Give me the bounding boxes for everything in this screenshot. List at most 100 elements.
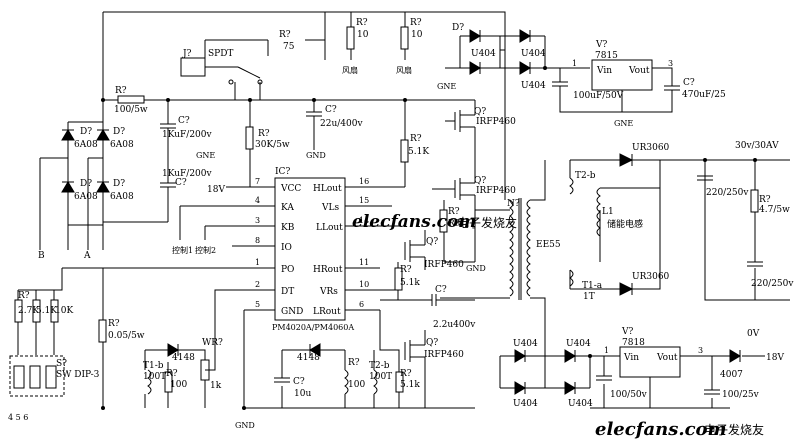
label-d1: D? [80,127,92,137]
wire-bot-bridge [499,320,620,389]
label-q3: Q? [426,237,438,247]
resistor-51k-top-body [400,139,409,163]
label-d3: D? [80,179,92,189]
junction-1 [101,98,105,102]
label-pot-ref: WR? [202,338,223,348]
cap-100-25 [704,389,720,395]
label-u404-5: U404 [513,339,538,349]
diode-u404-8 [564,381,576,395]
label-r-top: R? [279,30,291,40]
label-c2-val: 1KuF/200v [162,169,213,179]
label-100t-a: 100T [143,372,166,382]
label-ur3060-a: UR3060 [632,143,670,153]
label-4148-b: 4148 [297,353,320,363]
label-t2b: T2-b [575,171,596,181]
ic-pin-num-7: 7 [255,177,260,186]
label-r-30k-val: 30K/5w [255,140,290,150]
label-d2: D? [113,127,125,137]
label-u404-7: U404 [513,399,538,409]
label-r-100b-ref: R? [348,358,360,368]
label-r-sense-val: 0.05/5w [108,331,145,341]
label-4007: 4007 [720,370,743,380]
label-r-fan1: R? [356,18,368,28]
label-reg-top-part: 7815 [595,51,618,61]
cap-100uf-top [552,81,568,112]
label-switch-ref: S? [56,359,67,369]
wire-bm2 [373,310,400,408]
resistor-30k-body [245,126,254,150]
mosfet-bot-1 [404,230,426,270]
wire-bm [244,349,475,409]
dip-switch-3 [45,365,57,389]
ic-pin-num-5: 5 [255,300,260,309]
label-c-100-50: 100/50v [610,390,648,400]
label-r-100a: 100 [170,380,187,390]
relay-coil [180,57,206,77]
pulse-t1a [569,269,574,287]
transformer-core [518,198,522,300]
label-r-30k: R? [258,129,270,139]
diode-ur3060-a [619,153,634,167]
ic-pin-vcc: VCC [280,184,301,194]
label-r-27k: 2.7K [18,306,39,316]
label-c-470uf-ref: C? [683,78,695,88]
brand-site-footer: elecfans.com [595,419,727,440]
cap-10u [274,377,290,383]
diode-u404-2 [519,29,531,43]
label-l1-name: 储能电感 [607,218,643,230]
label-net-b: B [38,251,45,261]
ic-pin-num-15: 15 [359,196,369,205]
label-gnd1: GND [306,151,326,160]
junction-7 [753,158,757,162]
cap-2-2u [380,294,475,306]
label-relay-contact: SPDT [208,49,233,59]
label-18v: 18V [207,185,225,195]
label-c-100uf: 100uF/50V [573,91,624,101]
diode-u404-7 [514,381,526,395]
diode-4007 [729,349,741,363]
transformer-secondary [526,199,531,297]
junction-10 [101,406,105,410]
junction-9 [588,354,592,358]
mosfet-bot-2 [404,330,426,408]
junction-2 [166,98,170,102]
label-switch-pins: 4 5 6 [8,413,28,422]
label-d3-val: 6A08 [74,192,98,202]
label-r-47-val: 4.7/5w [759,205,790,215]
label-d4: D? [113,179,125,189]
ic-pin-kb: KB [281,223,295,233]
label-reg-bot-ref: V? [621,327,633,337]
label-r-51k-a: R? [400,265,412,275]
label-q4: Q? [426,338,438,348]
label-r-mid: R? [448,207,460,217]
diode-u404-5 [514,349,526,363]
ic-pin-num-6: 6 [359,300,364,309]
dip-switch-body [9,355,65,397]
ic-left-pins [226,186,275,311]
mosfet-top-2 [432,170,476,210]
ic-pin-num-3: 3 [255,216,260,225]
wire-top-bridge [445,35,590,69]
wire-top [103,11,506,60]
label-u404-8: U404 [568,399,593,409]
label-q1: Q? [474,107,486,117]
ic-body [274,177,346,321]
label-r-fan2: R? [410,18,422,28]
ic-right-pins [345,186,400,311]
label-r-in-val: 100/5w [114,105,148,115]
cap-220-b [747,261,763,267]
junction-6 [703,158,707,162]
cap-100-50 [596,375,612,381]
resistor-47-body [750,189,759,213]
bridge-diode-3 [61,181,75,193]
label-r-51k-c: 5.1k [400,380,420,390]
bridge-diode-4 [96,181,110,193]
label-c-22u400-val: 2.2u400v [433,320,476,330]
ic-pin-llout: LLout [316,223,343,233]
junction-4 [312,98,316,102]
label-0v: 0V [747,329,760,339]
ic-ref: IC? [275,167,290,177]
diode-u404-3 [469,61,481,75]
transformer-primary [509,199,514,297]
